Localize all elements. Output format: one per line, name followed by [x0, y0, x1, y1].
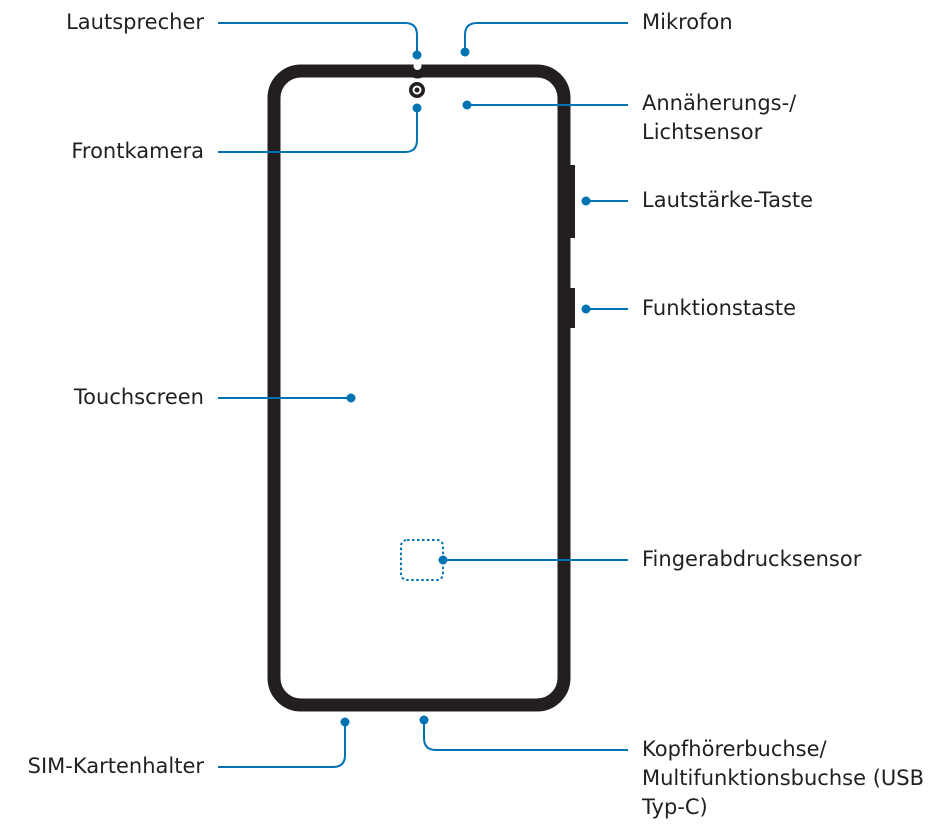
- connector-dot: [419, 715, 429, 725]
- connector-leader: [423, 722, 628, 751]
- microphone-leader: [464, 22, 628, 52]
- phone-body: [267, 62, 575, 712]
- phone-outline: [267, 64, 571, 712]
- side-button: [566, 288, 575, 328]
- front-camera-leader: [218, 108, 418, 153]
- speaker-grille: [413, 62, 422, 70]
- label-connector-line2: Multifunktionsbuchse (USB: [642, 766, 925, 790]
- label-connector-line1: Kopfhörerbuchse/: [642, 737, 827, 761]
- sim-tray-leader: [218, 725, 346, 768]
- side-key-dot: [581, 304, 591, 314]
- speaker-leader: [218, 22, 418, 53]
- fingerprint-area: [400, 539, 444, 581]
- speaker-notch: [405, 66, 430, 79]
- volume-dot: [581, 196, 591, 206]
- label-front-camera: Frontkamera: [71, 139, 204, 163]
- label-connector: Kopfhörerbuchse/ Multifunktionsbuchse (U…: [642, 735, 924, 822]
- callout-lines: [218, 22, 628, 768]
- speaker-dot: [412, 50, 422, 60]
- callout-dots: [340, 47, 591, 727]
- label-sim-tray: SIM-Kartenhalter: [27, 754, 204, 778]
- label-proximity-line2: Lichtsensor: [642, 120, 763, 144]
- label-speaker: Lautsprecher: [66, 10, 204, 34]
- label-proximity-sensor: Annäherungs-/ Lichtsensor: [642, 89, 796, 147]
- touchscreen-dot: [346, 393, 356, 403]
- label-volume-key: Lautstärke-Taste: [642, 188, 814, 212]
- label-proximity-line1: Annäherungs-/: [642, 91, 797, 115]
- camera-lens-core: [414, 87, 420, 93]
- label-microphone: Mikrofon: [642, 10, 733, 34]
- proximity-dot: [462, 100, 472, 110]
- sim-tray-dot: [340, 717, 350, 727]
- microphone-dot: [460, 47, 470, 57]
- volume-button: [566, 165, 575, 238]
- front-camera-dot: [412, 103, 422, 113]
- label-touchscreen: Touchscreen: [73, 385, 204, 409]
- fingerprint-dot: [438, 555, 448, 565]
- label-fingerprint-sensor: Fingerabdrucksensor: [642, 547, 862, 571]
- label-side-key: Funktionstaste: [642, 296, 797, 320]
- label-connector-line3: Typ-C): [642, 795, 708, 819]
